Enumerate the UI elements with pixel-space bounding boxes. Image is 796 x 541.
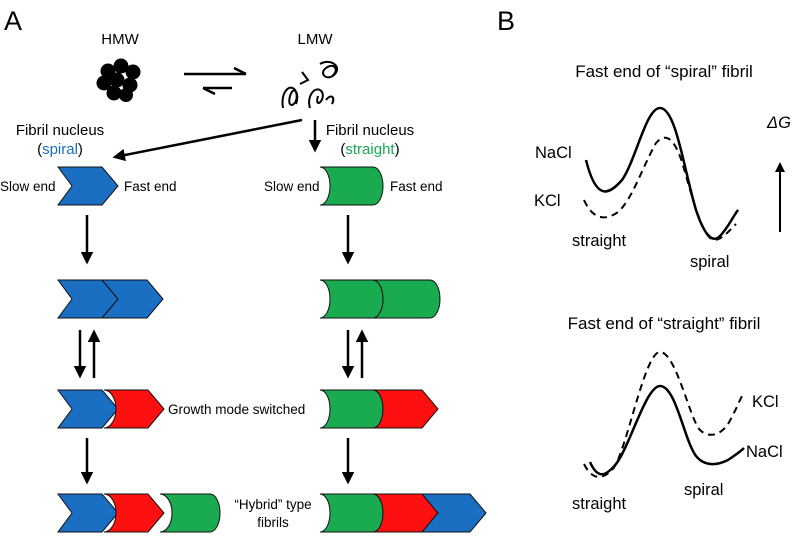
spiral-nucleus-title: Fibril nucleus	[16, 122, 104, 139]
bottom-spiral-label: spiral	[684, 481, 723, 499]
hybrid-label-line1: “Hybrid” type	[234, 497, 311, 512]
fast-end-label-spiral: Fast end	[124, 179, 177, 194]
switched-unit	[103, 493, 165, 533]
panel-b-letter: B	[497, 6, 515, 36]
switched-unit	[103, 389, 165, 429]
top-nacl-label: NaCl	[535, 144, 572, 162]
reversible-arrows	[73, 329, 369, 379]
top-kcl-curve	[583, 136, 737, 241]
straight-unit	[319, 493, 384, 533]
spiral-unit	[420, 493, 487, 533]
straight-nucleus-kind: (straight)	[340, 141, 399, 158]
hmw-label: HMW	[101, 31, 139, 48]
spiral-nucleus-kind: (spiral)	[37, 141, 83, 158]
spiral-unit	[57, 389, 119, 429]
straight-unit	[319, 166, 384, 206]
spiral-unit	[57, 493, 119, 533]
hmw-aggregate-icon	[96, 58, 141, 102]
bottom-straight-label: straight	[572, 495, 627, 513]
top-kcl-label: KCl	[534, 192, 561, 210]
hybrid-label-line2: fibrils	[257, 515, 289, 530]
delta-g-label: ΔG	[766, 114, 791, 132]
switched-unit	[372, 493, 439, 533]
top-nacl-curve	[584, 106, 740, 240]
growth-mode-switched-label: Growth mode switched	[168, 402, 305, 417]
top-straight-label: straight	[572, 232, 627, 250]
slow-end-label-straight: Slow end	[264, 179, 320, 194]
bottom-kcl-curve	[583, 350, 743, 478]
fast-end-label-straight: Fast end	[390, 179, 443, 194]
panel-a-letter: A	[4, 6, 22, 36]
spiral-unit	[57, 166, 119, 206]
straight-unit	[319, 389, 384, 429]
lmw-coil-icon	[281, 60, 339, 109]
top-spiral-label: spiral	[690, 253, 729, 271]
straight-unit	[319, 279, 384, 319]
bottom-kcl-label: KCl	[752, 393, 779, 411]
top-diagram-title: Fast end of “spiral” fibril	[575, 62, 753, 81]
lmw-label: LMW	[298, 31, 334, 48]
bottom-diagram-title: Fast end of “straight” fibril	[568, 314, 761, 333]
straight-unit	[159, 493, 221, 533]
slow-end-label-spiral: Slow end	[0, 179, 56, 194]
switched-unit	[372, 389, 439, 429]
equilibrium-arrows	[184, 66, 247, 96]
straight-nucleus-title: Fibril nucleus	[326, 122, 414, 139]
straight-unit	[372, 279, 441, 319]
bottom-nacl-label: NaCl	[746, 443, 783, 461]
spiral-unit	[100, 279, 164, 319]
bottom-nacl-curve	[588, 384, 745, 476]
branch-arrows	[112, 118, 322, 162]
